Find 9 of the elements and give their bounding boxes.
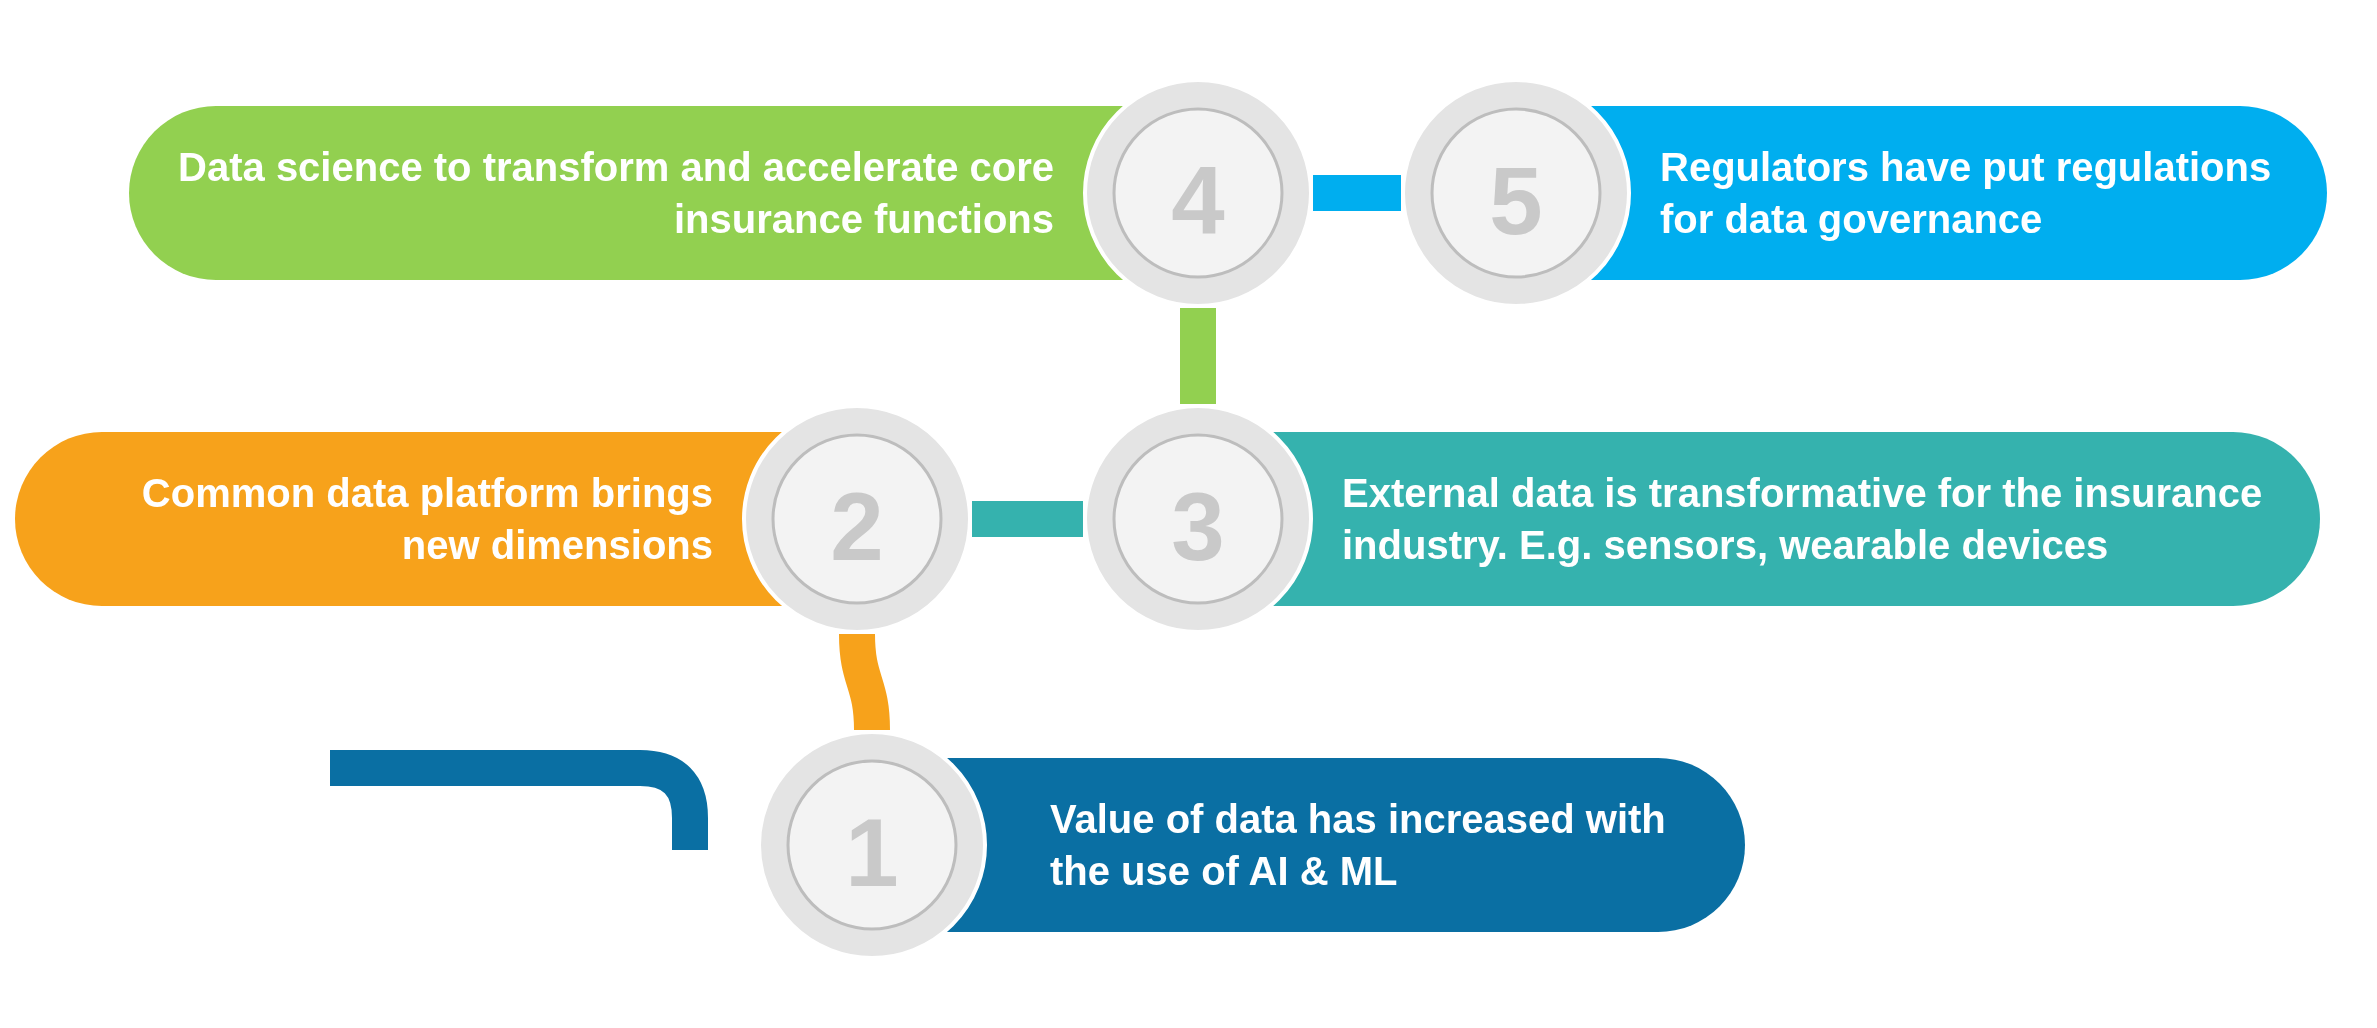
ribbon-connector [839,633,890,731]
step-description: Value of data has increased with the use of AI & ML [1050,796,1667,895]
ribbon-connector [1313,175,1401,211]
ribbon-connector [1180,308,1216,404]
step-description: Common data platform brings new dimensions [140,470,713,569]
step-description: Regulators have put regulations for data governance [1660,144,2273,243]
step-description: Data science to transform and accelerate core insurance functions [177,144,1054,243]
ribbon-connector [972,501,1083,537]
step-description: External data is transformative for the insurance industry. E.g. sensors, wearable devices [1342,470,2264,569]
